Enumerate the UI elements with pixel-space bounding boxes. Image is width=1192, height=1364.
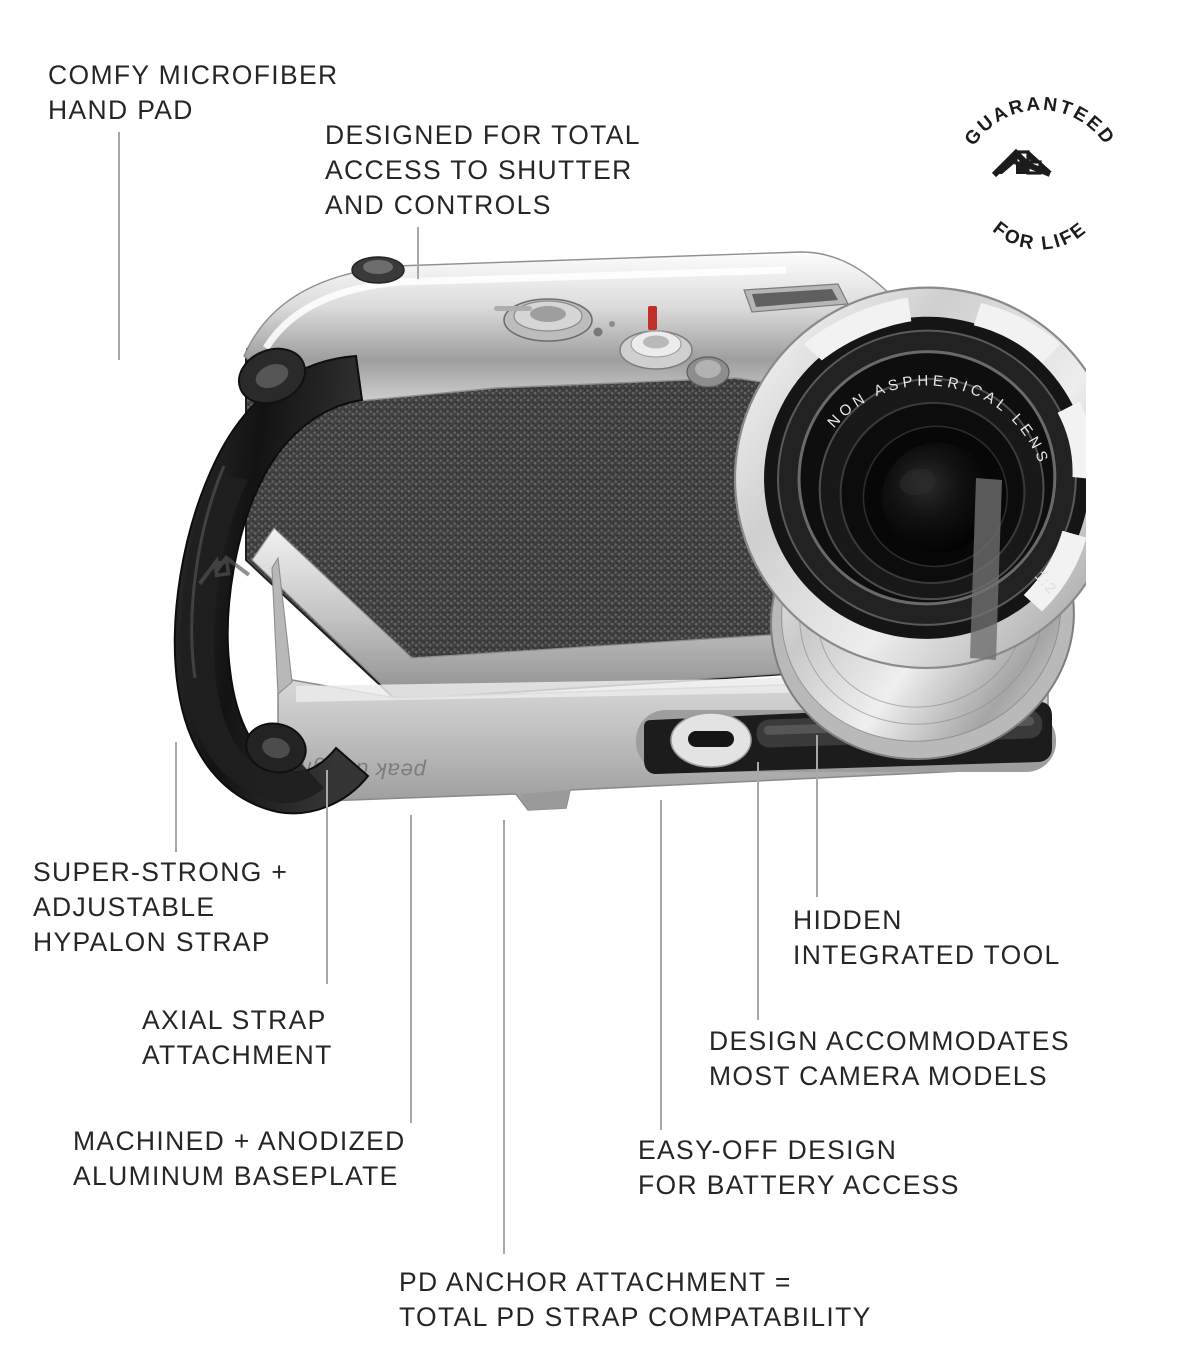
hood-vents xyxy=(803,297,1086,612)
leader-line-design-accommodates xyxy=(757,762,759,1020)
leader-line-super-strong-strap xyxy=(175,742,177,852)
camera-product-photo: peak design xyxy=(96,228,1086,858)
anchor-attachment-notch xyxy=(520,790,570,810)
badge-top-arc-text: GUARANTEED xyxy=(961,94,1119,150)
label-hidden-integrated-tool: HIDDEN INTEGRATED TOOL xyxy=(793,905,1061,971)
index-mark xyxy=(648,306,657,330)
hand-strap xyxy=(173,347,370,815)
leader-line-axial-strap-attachment xyxy=(326,770,328,984)
microfiber-hand-pad xyxy=(180,472,324,804)
baseplate-left-arm xyxy=(271,556,293,696)
leader-line-aluminum-baseplate xyxy=(410,815,412,1123)
leader-line-comfy-microfiber xyxy=(118,132,120,360)
leader-line-hidden-integrated-tool xyxy=(816,735,818,897)
label-design-accommodates-most-camera-models: DESIGN ACCOMMODATES MOST CAMERA MODELS xyxy=(709,1026,1070,1092)
guaranteed-for-life-badge: GUARANTEED FOR LIFE xyxy=(950,92,1130,255)
leader-line-designed-for-total-access xyxy=(417,227,419,279)
leader-line-easy-off-battery xyxy=(660,800,662,1130)
leader-line-pd-anchor-attachment xyxy=(503,820,505,1254)
lens-glass xyxy=(881,442,994,553)
label-axial-strap-attachment: AXIAL STRAP ATTACHMENT xyxy=(142,1005,333,1071)
label-machined-anodized-aluminum-baseplate: MACHINED + ANODIZED ALUMINUM BASEPLATE xyxy=(73,1126,406,1192)
label-super-strong-adjustable-hypalon-strap: SUPER-STRONG + ADJUSTABLE HYPALON STRAP xyxy=(33,857,289,958)
strap-pd-logo xyxy=(198,554,251,585)
label-comfy-microfiber-hand-pad: COMFY MICROFIBER HAND PAD xyxy=(48,60,339,126)
label-designed-for-total-access: DESIGNED FOR TOTAL ACCESS TO SHUTTER AND… xyxy=(325,120,641,221)
pd-logo-icon xyxy=(991,148,1052,178)
label-pd-anchor-attachment: PD ANCHOR ATTACHMENT = TOTAL PD STRAP CO… xyxy=(399,1267,872,1333)
camera-right-side xyxy=(970,478,1002,660)
label-easy-off-design-battery-access: EASY-OFF DESIGN FOR BATTERY ACCESS xyxy=(638,1135,960,1201)
badge-bottom-arc-text: FOR LIFE xyxy=(989,218,1092,255)
